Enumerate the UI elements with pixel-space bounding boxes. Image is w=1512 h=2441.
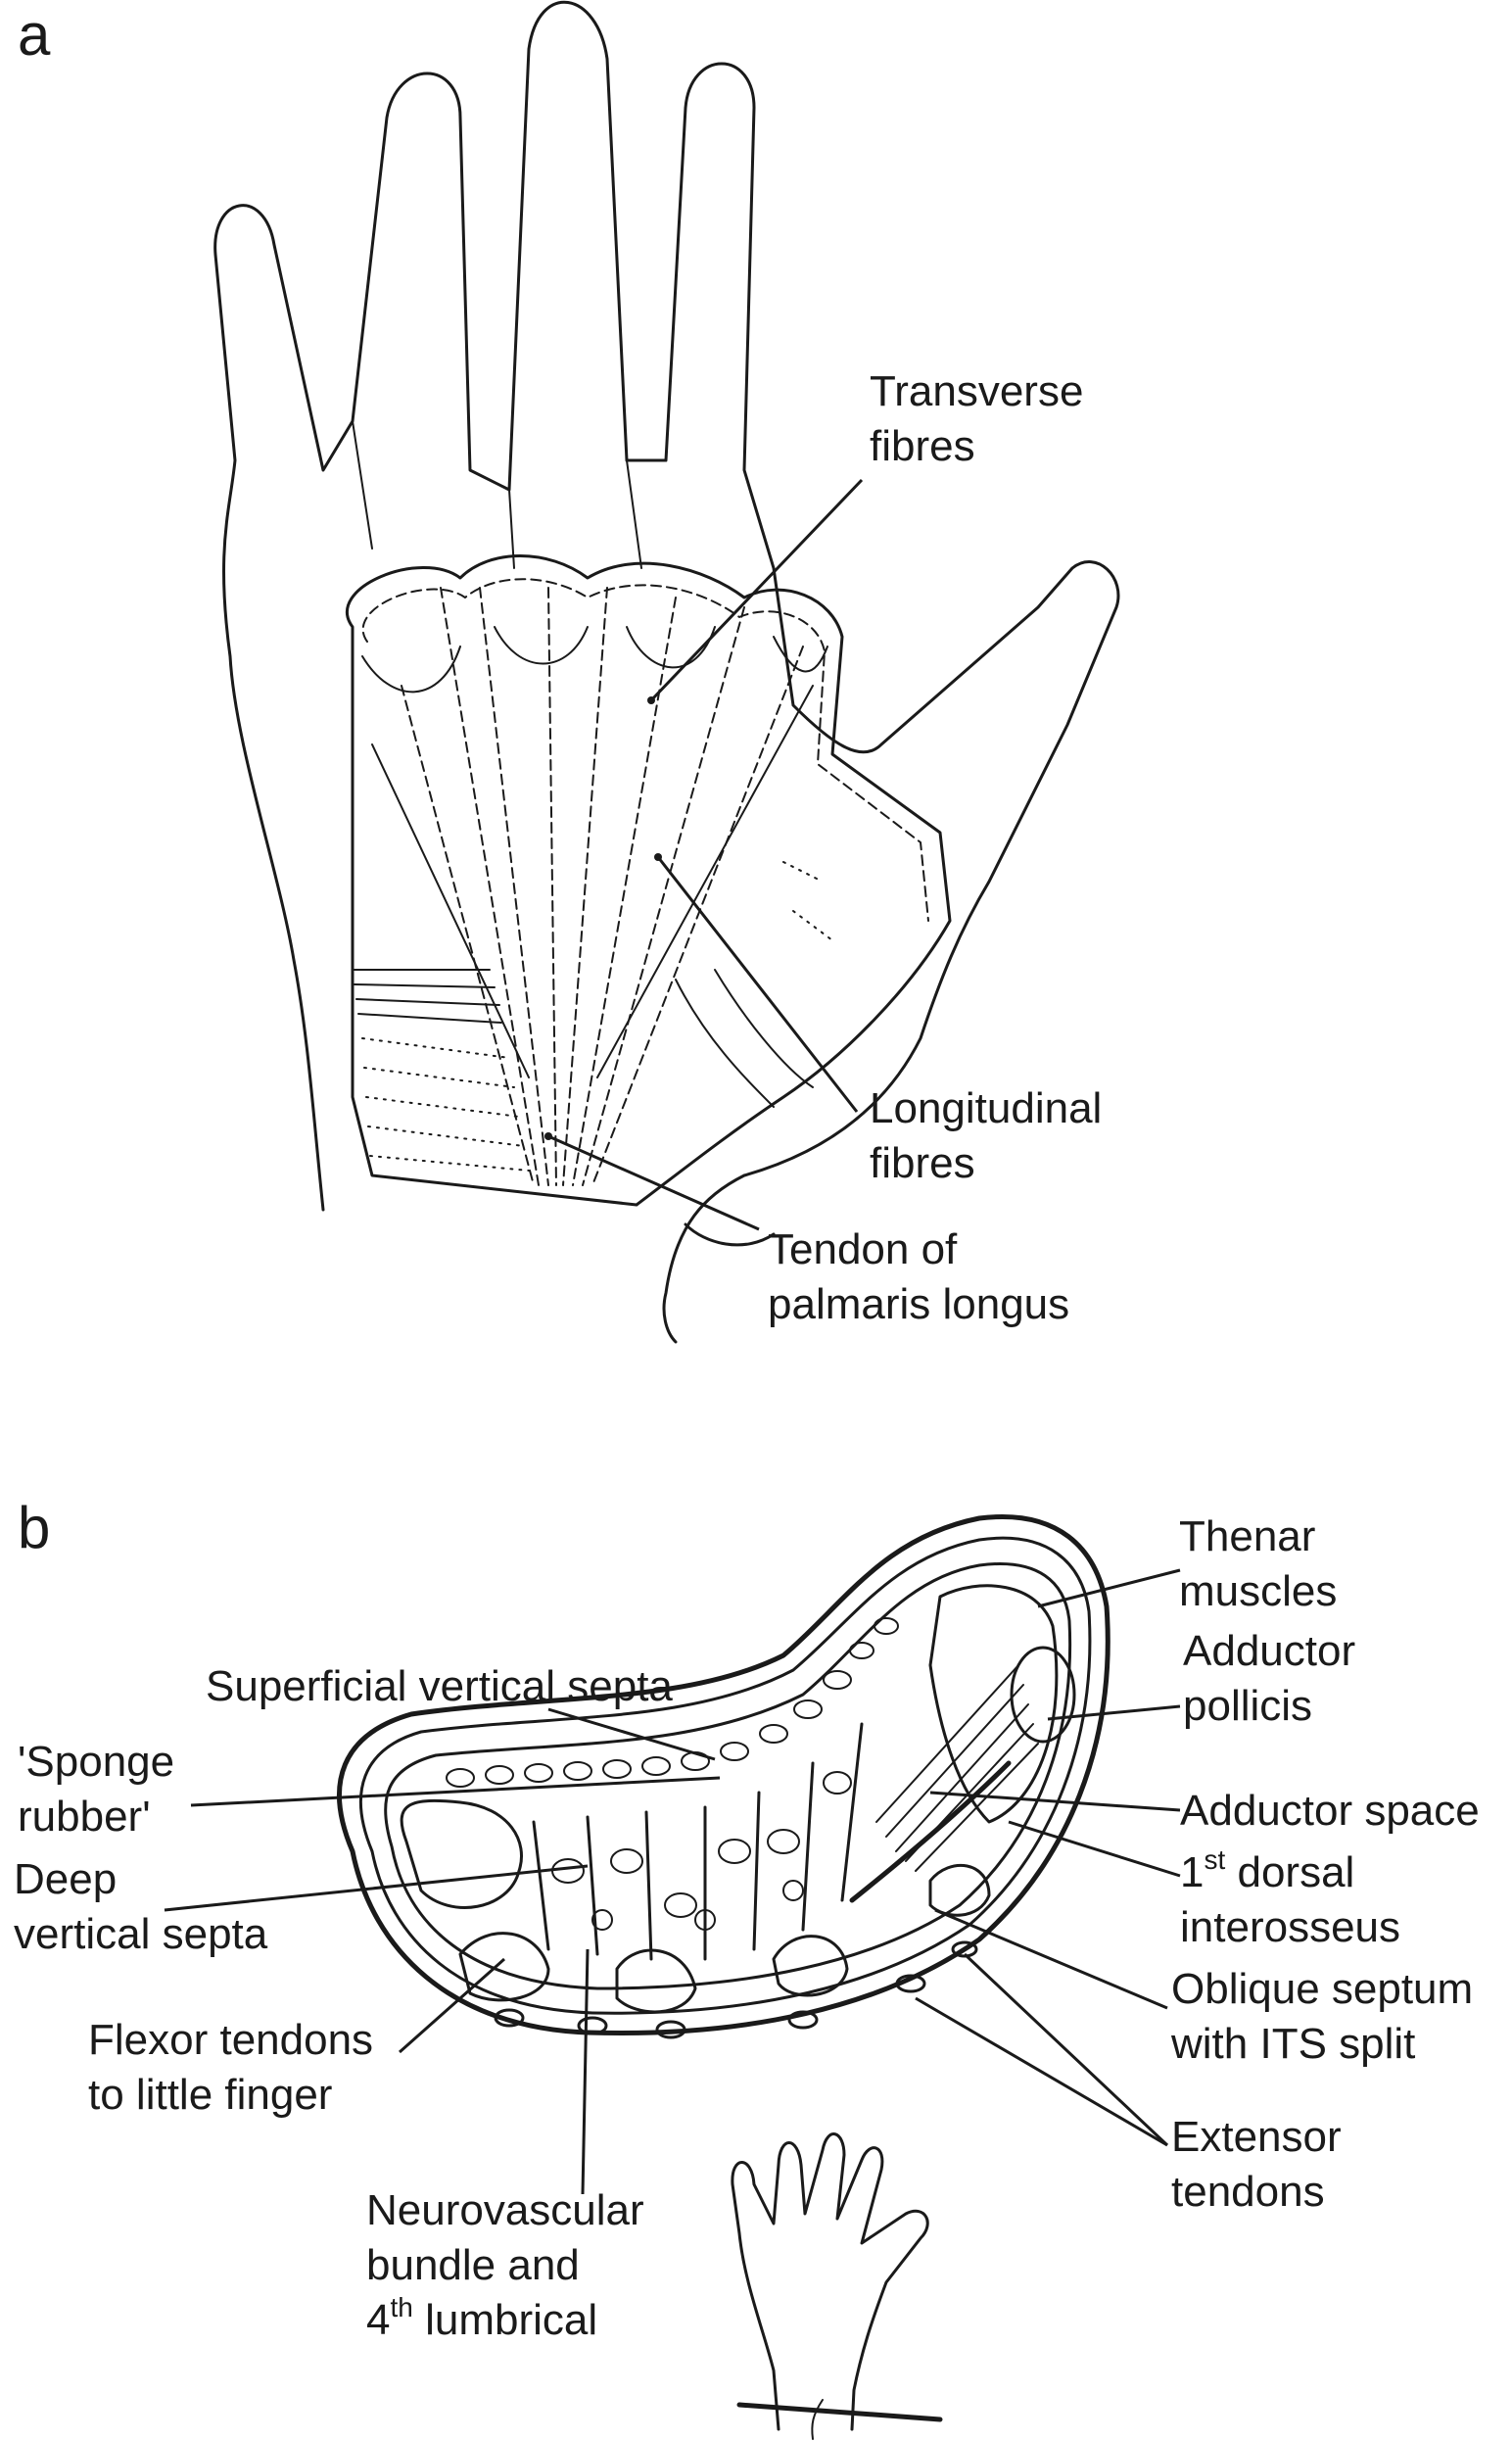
label-adductor-line2: pollicis	[1183, 1682, 1312, 1730]
leader-extensor	[915, 1996, 1168, 2147]
superficial-septa-row	[446, 1617, 899, 1788]
extensor-ovals	[494, 1940, 978, 2039]
knuckle-arc-4	[773, 636, 828, 673]
leader-dot-transverse	[647, 696, 655, 704]
aponeurosis-outline	[346, 554, 952, 1207]
leader-adductor-space	[929, 1791, 1181, 1812]
label-oblique-line1: Oblique septum	[1171, 1965, 1473, 2013]
label-nv-main: lumbrical	[413, 2296, 597, 2344]
label-nv-num: 4	[366, 2296, 390, 2344]
thenar-block	[928, 1584, 1059, 1824]
leader-extensor-2	[963, 1952, 1169, 2147]
label-dorsal-main: dorsal	[1225, 1848, 1354, 1896]
leader-superficial	[547, 1707, 716, 1761]
hand-inset	[731, 2132, 943, 2440]
section-skin-outer	[337, 1514, 1110, 2035]
label-thenar-line2: muscles	[1179, 1567, 1337, 1615]
label-tendon-line1: Tendon of	[768, 1225, 958, 1273]
label-deep-line2: vertical septa	[14, 1910, 268, 1958]
label-dorsal-line2: interosseus	[1180, 1903, 1400, 1951]
leader-oblique	[934, 1908, 1168, 2010]
leader-deep	[164, 1864, 589, 1912]
leader-adductor	[1047, 1704, 1181, 1721]
hypothenar-hatching	[352, 969, 530, 1172]
label-dorsal-line1: 1st dorsal	[1180, 1844, 1354, 1896]
knuckle-arc-3	[626, 626, 716, 669]
label-extensor-line1: Extensor	[1171, 2113, 1342, 2161]
adductor-fibres	[849, 1664, 1039, 1903]
label-flexor-line2: to little finger	[88, 2071, 332, 2119]
leader-longitudinal	[656, 856, 859, 1113]
label-longitudinal-line2: fibres	[870, 1139, 975, 1187]
section-skin-inner	[358, 1536, 1092, 2015]
label-sponge-line1: 'Sponge	[18, 1738, 174, 1786]
leader-tendon	[547, 1134, 760, 1231]
aponeurosis-inner	[361, 578, 929, 922]
label-neurovascular-line1: Neurovascular	[366, 2186, 644, 2234]
label-sponge-line2: rubber'	[18, 1793, 151, 1841]
knuckle-arc-2	[494, 626, 589, 665]
panel-a-letter: a	[18, 2, 51, 68]
panel-b: b	[14, 1495, 1480, 2440]
leader-dot-tendon	[544, 1132, 552, 1140]
leader-neurovascular	[581, 1948, 590, 2195]
flexor-compartments	[532, 1722, 864, 1961]
label-dorsal-num: 1	[1180, 1848, 1204, 1896]
longitudinal-fibre-lines	[371, 587, 814, 1186]
thenar-creases	[675, 861, 833, 1108]
adductor-pollicis-oval	[1010, 1646, 1076, 1744]
label-transverse-line2: fibres	[870, 422, 975, 470]
panel-b-letter: b	[18, 1495, 50, 1560]
label-longitudinal-line1: Longitudinal	[870, 1084, 1102, 1132]
leader-dorsal	[1008, 1820, 1181, 1878]
leader-flexor	[399, 1957, 505, 2054]
label-superficial: Superficial vertical septa	[206, 1662, 673, 1710]
hand-outline	[213, 0, 1120, 1344]
label-deep-line1: Deep	[14, 1855, 117, 1903]
label-nv-sup: th	[390, 2292, 412, 2322]
knuckle-arc-1	[361, 646, 461, 694]
label-adductor-line1: Adductor	[1183, 1627, 1355, 1675]
leader-thenar	[1037, 1568, 1181, 1608]
wrist-line	[684, 1222, 776, 1247]
finger-line-index	[626, 459, 642, 569]
label-tendon-line2: palmaris longus	[768, 1280, 1069, 1328]
leader-dot-longitudinal	[654, 853, 662, 861]
panel-a: a	[18, 0, 1120, 1344]
leader-sponge	[190, 1776, 721, 1807]
label-thenar-line1: Thenar	[1179, 1512, 1315, 1560]
label-adductor-space: Adductor space	[1180, 1787, 1480, 1835]
finger-line-ring	[352, 420, 373, 550]
label-dorsal-sup: st	[1204, 1844, 1225, 1875]
hypothenar-block	[400, 1798, 523, 1909]
label-extensor-line2: tendons	[1171, 2168, 1325, 2216]
label-transverse-line1: Transverse	[870, 367, 1083, 415]
leader-transverse	[649, 478, 864, 702]
label-flexor-line1: Flexor tendons	[88, 2016, 373, 2064]
label-neurovascular-line2: bundle and	[366, 2241, 580, 2289]
label-oblique-line2: with ITS split	[1170, 2020, 1415, 2068]
label-neurovascular-line3: 4th lumbrical	[366, 2292, 597, 2344]
